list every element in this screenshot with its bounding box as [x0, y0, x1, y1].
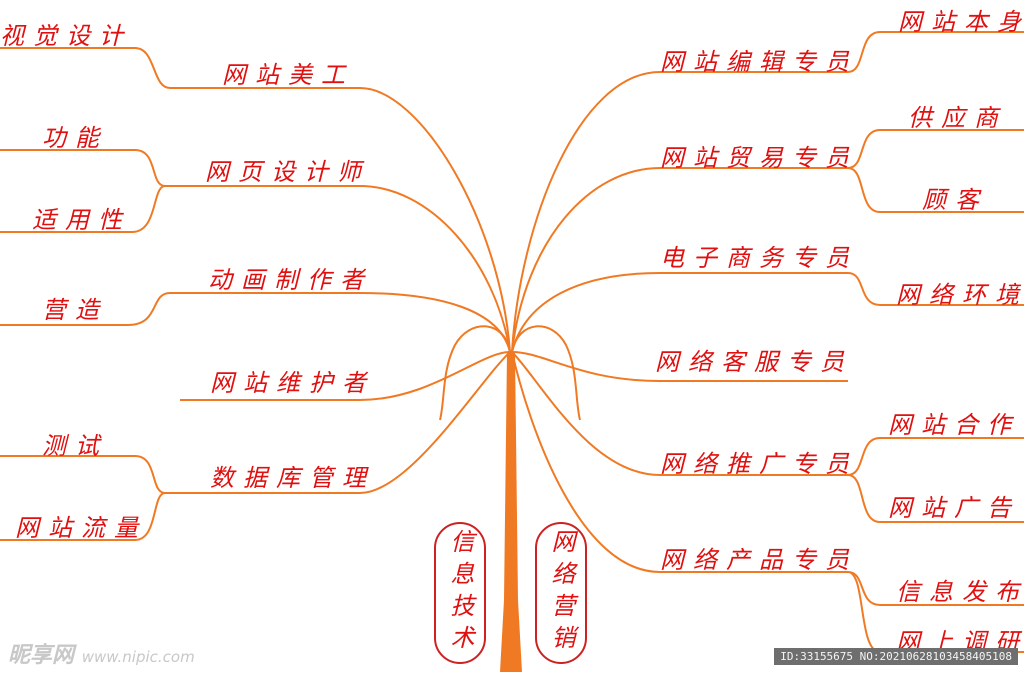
leaf-label-right-1a: 网站本身: [898, 8, 1024, 36]
watermark: 昵享网 www.nipic.com: [8, 637, 195, 669]
branch-line-bianji: [511, 31, 1024, 353]
branch-label-right-5: 网络推广专员: [660, 450, 858, 478]
root-curl-right: [511, 325, 581, 421]
leaf-label-left-1a: 视觉设计: [0, 22, 132, 50]
leaf-label-right-3a: 网络环境: [896, 281, 1024, 309]
branch-line-wangzhan-guanggao: [847, 474, 1024, 523]
branch-line-shujuku: [0, 351, 511, 494]
branch-line-dianzi: [511, 272, 1024, 353]
branch-line-shiyongxing: [0, 185, 166, 233]
branch-line-wangzhan-liuliang: [0, 492, 166, 541]
branch-label-right-6: 网络产品专员: [660, 546, 858, 574]
leaf-label-left-2a: 功能: [42, 124, 108, 152]
branch-label-right-2: 网站贸易专员: [660, 144, 858, 172]
root-curl-left: [439, 325, 511, 421]
branch-line-chanpin: [511, 351, 1024, 606]
root-text-right: 网络营销: [547, 529, 575, 657]
leaf-label-left-2b: 适用性: [32, 206, 131, 234]
branch-label-right-1: 网站编辑专员: [660, 48, 858, 76]
watermark-logo: 昵享网: [8, 643, 75, 668]
branch-label-left-3: 动画制作者: [208, 266, 373, 294]
branch-line-donghua: [0, 292, 511, 353]
image-id-bar: ID:33155675 NO:20210628103458405108: [774, 648, 1018, 665]
leaf-label-right-5b: 网站广告: [888, 494, 1020, 522]
leaf-label-left-5a: 测试: [42, 432, 108, 460]
branch-label-left-2: 网页设计师: [205, 158, 370, 186]
leaf-label-right-2a: 供应商: [908, 104, 1007, 132]
branch-label-right-4: 网络客服专员: [655, 348, 853, 376]
root-box-right: 网络营销: [535, 522, 587, 664]
branch-label-left-1: 网站美工: [222, 61, 354, 89]
leaf-label-left-3a: 营造: [42, 296, 108, 324]
leaf-label-right-5a: 网站合作: [888, 411, 1020, 439]
watermark-url: www.nipic.com: [81, 648, 195, 666]
branch-label-right-3: 电子商务专员: [660, 244, 858, 272]
branch-line-maoyi: [511, 129, 1024, 353]
leaf-label-left-5b: 网站流量: [15, 514, 147, 542]
branch-label-left-4: 网站维护者: [210, 369, 375, 397]
branch-line-tuiguang: [511, 351, 1024, 476]
branch-line-wangye-shejishi: [0, 149, 511, 353]
branch-line-wangzhan-meigong: [0, 47, 511, 353]
main-trunk: [500, 352, 522, 672]
leaf-label-right-6a: 信息发布: [896, 578, 1024, 606]
root-text-left: 信息技术: [446, 529, 474, 657]
leaf-label-right-2b: 顾客: [922, 186, 988, 214]
branch-label-left-5: 数据库管理: [210, 464, 375, 492]
branch-line-guke: [847, 167, 1024, 213]
root-box-left: 信息技术: [434, 522, 486, 664]
